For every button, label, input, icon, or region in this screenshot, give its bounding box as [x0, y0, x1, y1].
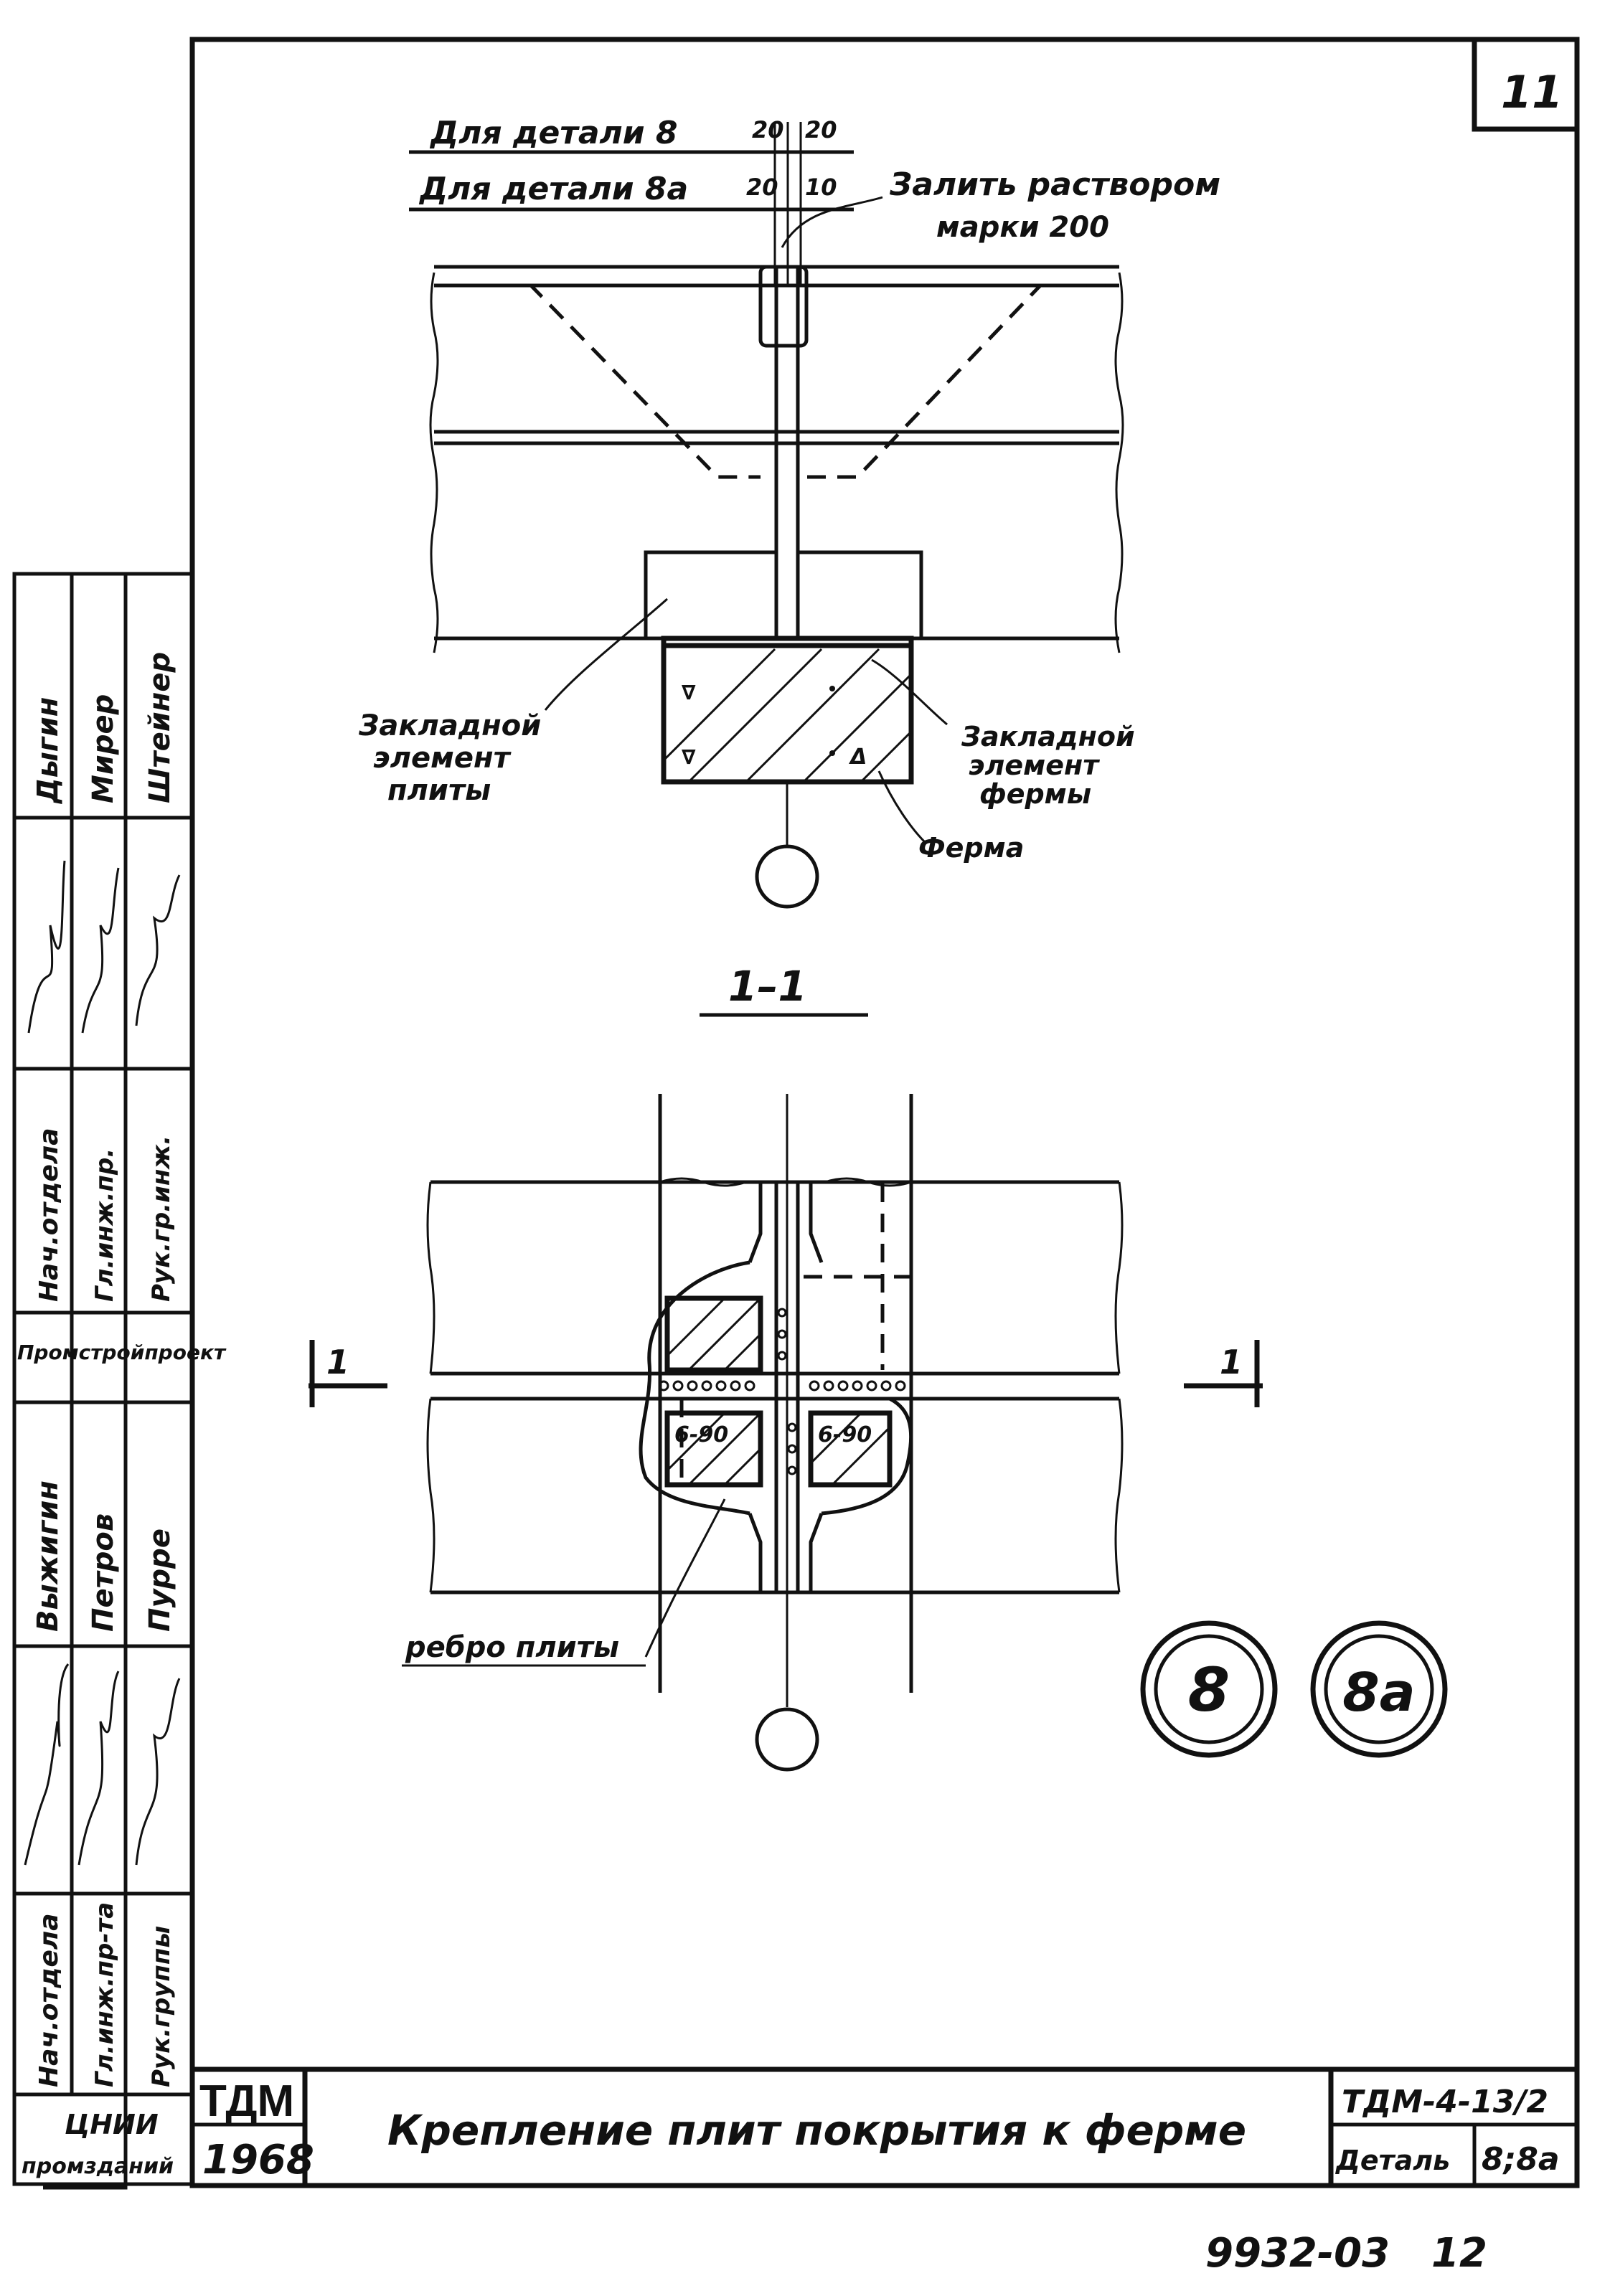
stamp-bottom-role-3: Рук.группы: [147, 1926, 176, 2087]
svg-text:Δ: Δ: [849, 745, 867, 770]
plate-embed-label-2: элемент: [373, 742, 512, 775]
stamp-bottom-org-1: ЦНИИ: [65, 2109, 159, 2140]
svg-text:∇: ∇: [682, 745, 696, 769]
dim-row-2-value-2: 10: [805, 174, 837, 201]
stamp-top-name-1: Дыгин: [32, 697, 65, 805]
stamp-top-name-3: Штейнер: [143, 652, 176, 803]
dim-row-1-value-2: 20: [805, 116, 837, 143]
svg-text:8а: 8а: [1342, 1662, 1415, 1724]
stamp-top-role-1: Нач.отдела: [34, 1128, 64, 1302]
title-year: 1968: [202, 2137, 314, 2183]
svg-text:∇: ∇: [682, 681, 696, 704]
weld-beads: [658, 1308, 906, 1475]
stamp-bottom-name-1: Выжигин: [32, 1480, 65, 1632]
stamp-bottom-role-1: Нач.отдела: [34, 1913, 64, 2087]
weld-label-right: 6-90: [818, 1422, 872, 1447]
stamp-bottom-role-2: Гл.инж.пр-та: [90, 1902, 119, 2087]
detail-mark-8a: 8а: [1310, 1620, 1448, 1758]
stamp-top-role-3: Рук.гр.инж.: [147, 1135, 176, 1302]
stamp-top-name-2: Мирер: [87, 694, 120, 803]
dim-row-2-label: Для детали 8а: [418, 171, 688, 207]
truss-embed-label-2: элемент: [969, 750, 1100, 781]
title-code: ТДМ-4-13/2: [1342, 2084, 1548, 2120]
grout-note-line-2: марки 200: [936, 211, 1109, 244]
top-plan-view: ∇ ∇ Δ: [409, 122, 1124, 909]
rib-label: ребро плиты: [405, 1631, 619, 1664]
weld-label-left: 6-90: [674, 1422, 728, 1447]
dim-row-1-label: Для детали 8: [429, 115, 678, 151]
svg-text:8: 8: [1188, 1655, 1230, 1725]
cut-mark-right: 1: [1220, 1343, 1243, 1381]
sheet-frame: [189, 37, 1580, 2188]
title-series: ТДМ: [199, 2077, 294, 2126]
side-stamp: [12, 572, 194, 2190]
truss-label: Ферма: [918, 832, 1024, 864]
title-detail-label: Деталь: [1335, 2145, 1450, 2176]
plate-embed-label-3: плиты: [387, 774, 491, 807]
dim-row-1-value-1: 20: [752, 116, 784, 143]
footer-doc-number: 9932-03: [1205, 2230, 1390, 2277]
section-title: 1–1: [728, 962, 807, 1011]
cut-mark-left: 1: [326, 1343, 349, 1381]
stamp-bottom-org-2: промзданий: [22, 2154, 174, 2179]
truss-embed-label-3: фермы: [979, 778, 1091, 810]
stamp-bottom-name-2: Петров: [87, 1513, 120, 1632]
stamp-top-org: Промстройпроект: [17, 1341, 227, 1364]
grout-note-line-1: Залить раствором: [889, 166, 1220, 203]
truss-hatch: [662, 648, 913, 783]
stamp-top-role-2: Гл.инж.пр.: [90, 1148, 119, 1302]
section-hatch: [666, 1297, 891, 1486]
stamp-bottom-name-3: Пурре: [143, 1529, 176, 1632]
sheet-number: 11: [1501, 66, 1563, 118]
plate-embed-label-1: Закладной: [358, 709, 541, 742]
section-view: [309, 1094, 1263, 1772]
detail-mark-8: 8: [1140, 1620, 1278, 1758]
title-detail-value: 8;8а: [1482, 2141, 1560, 2178]
title-text: Крепление плит покрытия к ферме: [387, 2106, 1246, 2155]
truss-embed-label-1: Закладной: [961, 721, 1135, 752]
dim-row-2-value-1: 20: [746, 174, 778, 201]
title-block: [192, 2066, 1577, 2186]
footer-page: 12: [1431, 2230, 1487, 2277]
